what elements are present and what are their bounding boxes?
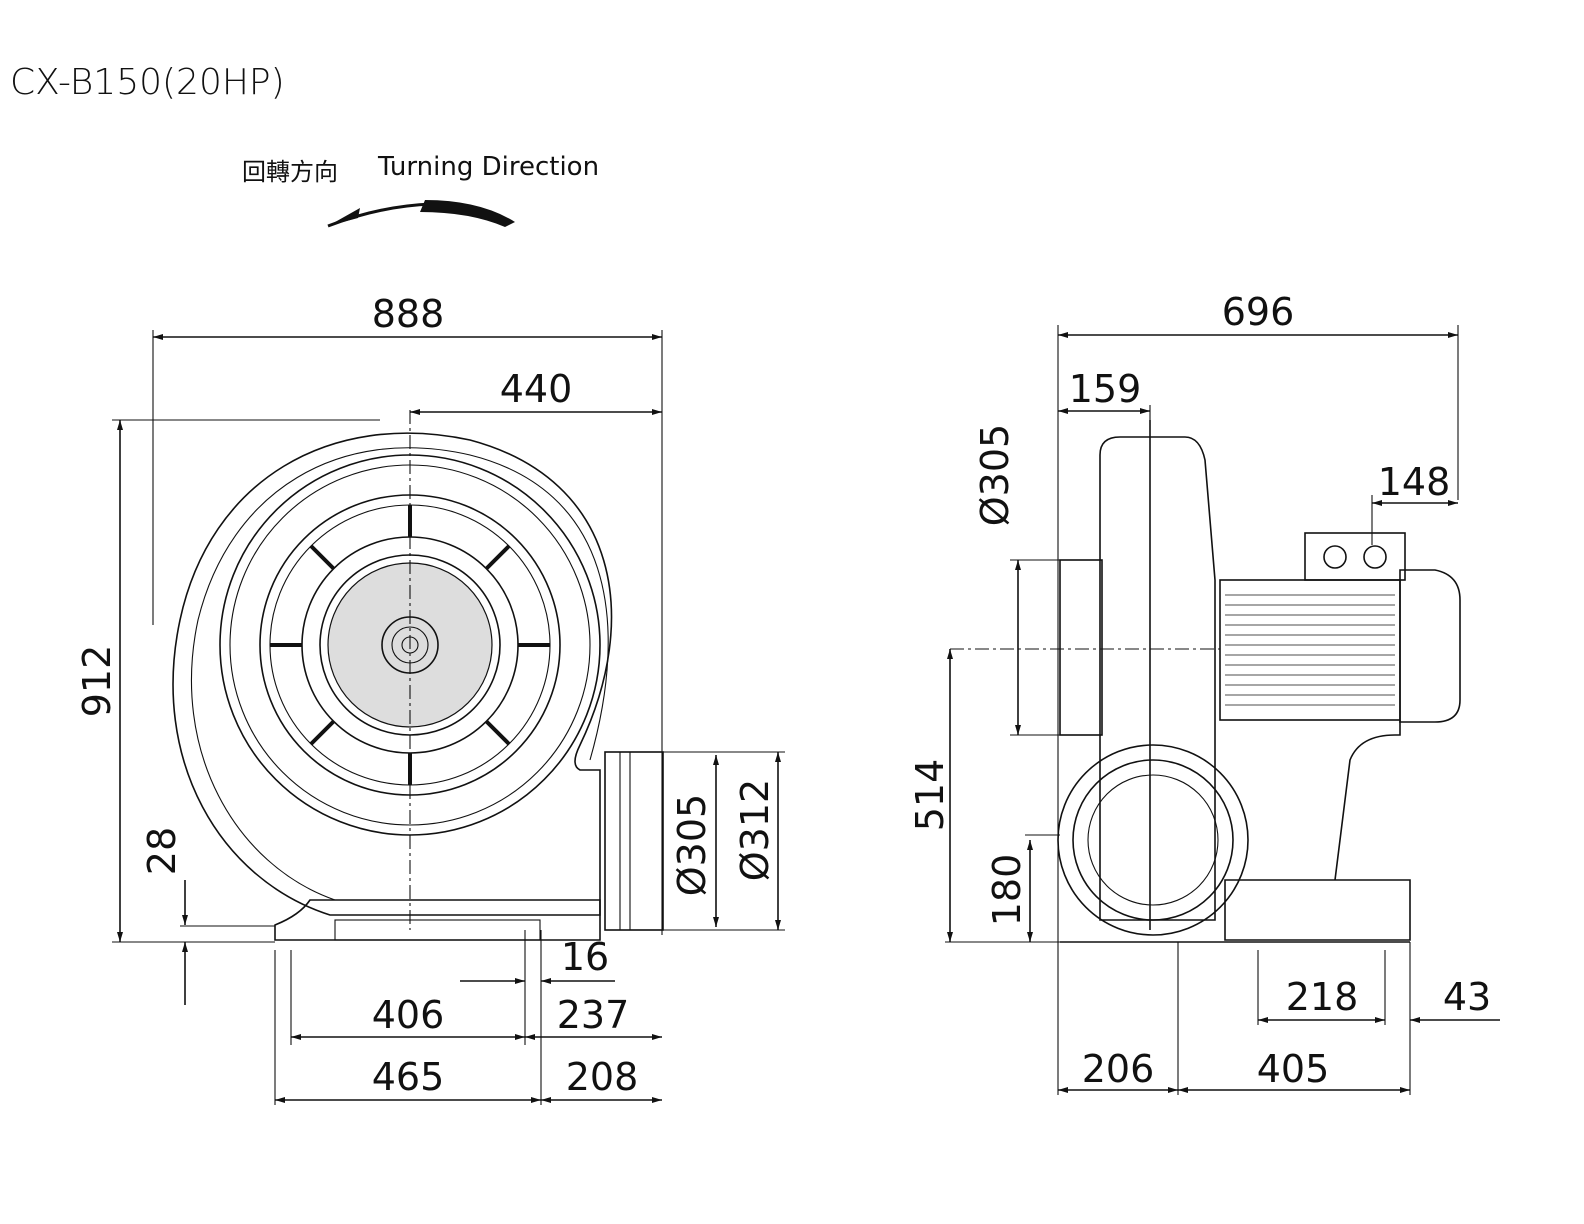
turning-direction-label-en: Turning Direction (378, 152, 600, 182)
dim-outlet-inner-dia: 305 (670, 794, 714, 867)
svg-text:Ø305: Ø305 (670, 794, 714, 896)
dim-side-base-right: 405 (1257, 1047, 1330, 1091)
dim-base-plate: 28 (140, 827, 184, 875)
svg-text:Ø305: Ø305 (973, 424, 1017, 526)
dim-overall-height: 912 (75, 645, 119, 718)
dim-foot-left: 465 (372, 1055, 445, 1099)
model-title: CX-B150(20HP) (10, 62, 285, 103)
dim-bolt-gap: 16 (561, 935, 609, 979)
dim-overall-width: 888 (372, 292, 445, 336)
dim-inlet-dia: 305 (973, 424, 1017, 497)
dim-side-base-left: 206 (1082, 1047, 1155, 1091)
front-dim-text: 888 440 912 28 Ø305 Ø312 16 406 237 465 … (75, 292, 777, 1099)
dim-inlet-dia-group: Ø305 (973, 424, 1017, 526)
dim-shaft-height: 514 (908, 759, 952, 832)
dim-base-left: 406 (372, 993, 445, 1037)
side-dim-text: 696 159 148 Ø305 514 180 206 405 218 43 (908, 290, 1491, 1091)
dim-motor-edge: 43 (1443, 975, 1491, 1019)
svg-text:Ø312: Ø312 (733, 779, 777, 881)
dim-overall-depth: 696 (1222, 290, 1295, 334)
dim-outlet-outer-dia: 312 (733, 779, 777, 852)
dim-foot-right: 208 (566, 1055, 639, 1099)
dim-center-to-outlet: 440 (500, 367, 573, 411)
dim-outlet-inner-group: Ø305 (670, 794, 714, 896)
front-dim-lines (112, 330, 785, 1105)
side-view-drawing (950, 420, 1461, 943)
turning-direction-arrow-icon (327, 200, 515, 228)
dim-motor-foot: 218 (1286, 975, 1359, 1019)
dim-outlet-height: 180 (985, 854, 1029, 927)
front-view-drawing (172, 410, 664, 941)
turning-direction-label-cn: 回轉方向 (242, 158, 338, 186)
side-dim-lines (945, 325, 1500, 1095)
dim-base-right: 237 (557, 993, 630, 1037)
dim-outlet-outer-group: Ø312 (733, 779, 777, 881)
dim-inlet-offset: 159 (1069, 367, 1142, 411)
dim-terminal-box: 148 (1378, 460, 1451, 504)
